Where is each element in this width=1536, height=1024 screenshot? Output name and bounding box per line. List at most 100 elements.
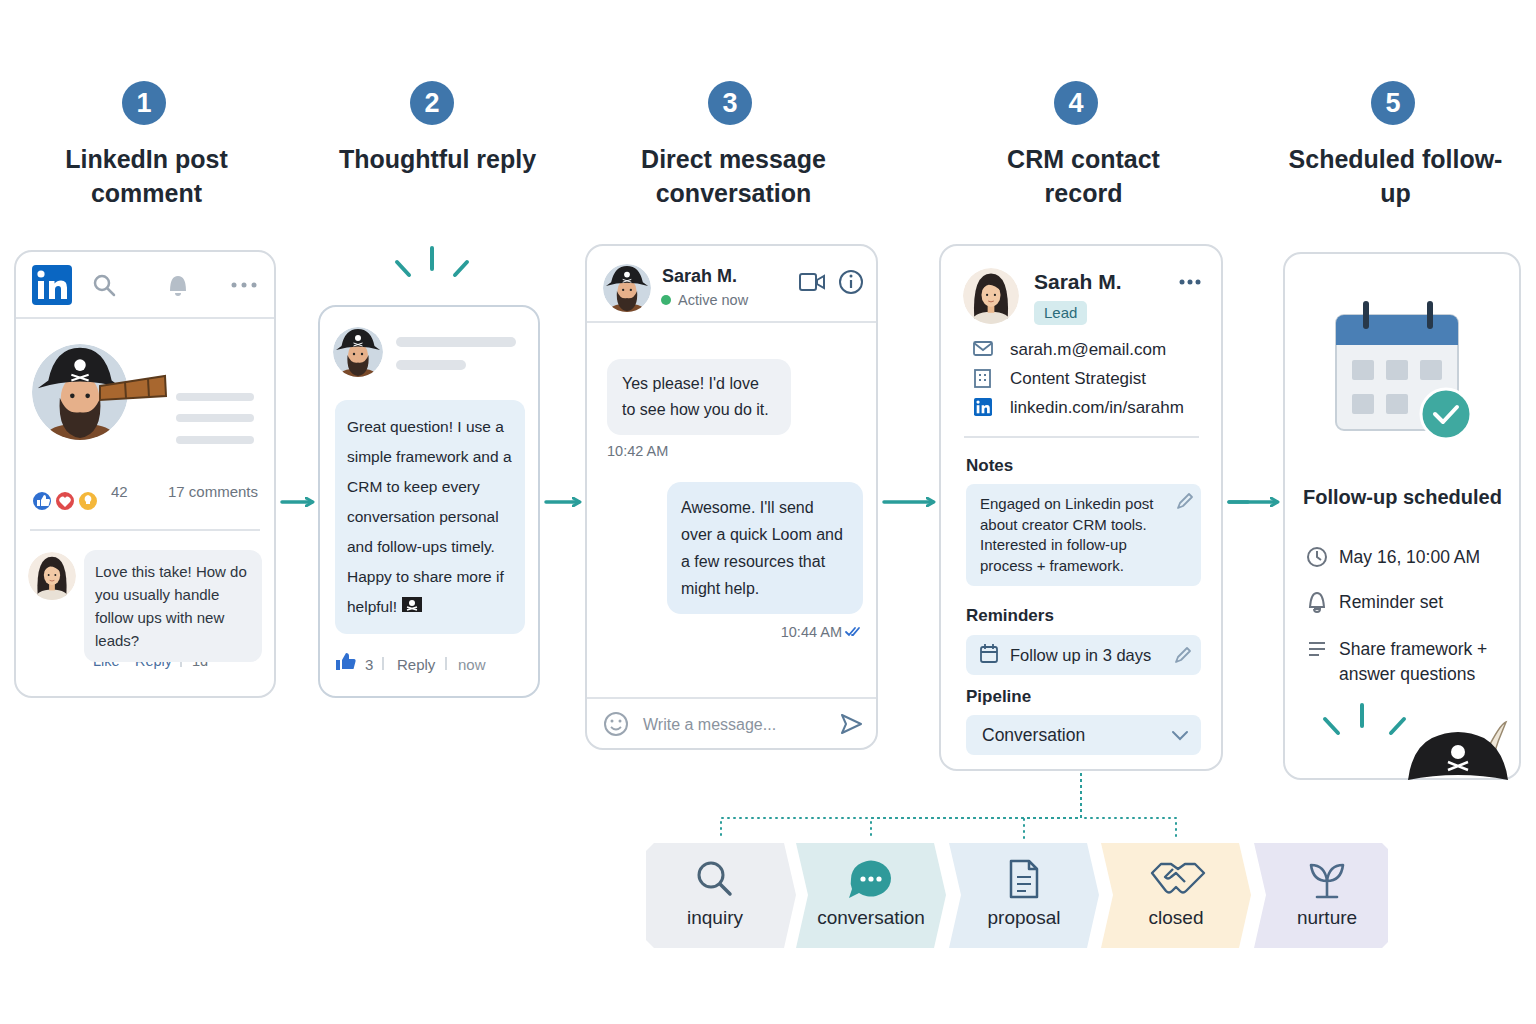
pipeline-connector <box>871 774 1081 840</box>
flow-arrow <box>1229 500 1248 504</box>
stage-shape <box>949 843 1099 948</box>
node-text: Content Strategist <box>1010 369 1146 389</box>
post-panel-art-part <box>85 495 92 504</box>
post-panel-art-part <box>30 529 260 531</box>
post-panel-art-part <box>232 283 237 288</box>
edit-icon-part <box>1178 494 1192 508</box>
message-bubble: Awesome. I'll send over a quick Loom and… <box>667 482 863 614</box>
post-panel-art-part <box>107 288 114 295</box>
pipeline-stage: conversation <box>796 843 946 948</box>
message-panel-art-part <box>842 715 861 733</box>
post-panel-art-part <box>32 491 52 511</box>
node-text: 1 <box>136 88 151 119</box>
pirate-hat-part <box>1451 745 1465 759</box>
message-panel-art-part <box>850 280 852 288</box>
stage-shape <box>646 843 796 948</box>
crm-panel-art-part <box>1196 280 1201 285</box>
schedule-panel-art-part <box>1325 719 1338 733</box>
stage-shape-part <box>949 843 1099 948</box>
node-text: linkedin.com/in/sarahm <box>1010 398 1184 418</box>
stage-shape-part-part <box>876 876 881 881</box>
reply-panel-art-part <box>333 327 383 383</box>
reply-panel-art-part <box>396 337 516 347</box>
stage-shape-part-part <box>720 884 730 894</box>
post-panel-art-part <box>176 436 254 444</box>
schedule-panel-art-part <box>1386 394 1408 414</box>
stage-shape-part-part <box>1017 877 1031 891</box>
message-panel-art-part <box>800 274 816 290</box>
pipeline-connector <box>1081 774 1176 840</box>
schedule-panel-art-part <box>1309 643 1325 655</box>
crm-panel-art <box>963 268 1201 437</box>
schedule-panel-art-part <box>1435 407 1457 422</box>
node-text: Sarah M. <box>662 266 737 287</box>
step-heading: Direct message conversation <box>626 142 841 210</box>
post-panel-art-part <box>242 283 247 288</box>
crm-panel-art-part <box>963 268 1019 327</box>
crm-panel-art-part <box>975 370 990 387</box>
node-text: Great question! I use a simple framework… <box>347 418 512 615</box>
stage-shape-part <box>1311 865 1343 897</box>
reply-panel-art-part <box>336 653 356 670</box>
message-panel-art-part <box>661 295 671 305</box>
post-panel-art <box>16 265 274 667</box>
step-heading: CRM contact record <box>976 142 1191 210</box>
reminder-box: Follow up in 3 days <box>966 635 1201 675</box>
post-panel-art-part <box>28 552 76 603</box>
node-text: Reminders <box>966 606 1054 626</box>
pipeline-stage: inquiry <box>646 843 796 948</box>
stage-shape-part-part <box>860 876 865 881</box>
stage-shape-part <box>699 863 730 894</box>
node-text: 5 <box>1385 88 1400 119</box>
stage-shape <box>1101 843 1251 948</box>
node-text: 42 <box>111 483 128 500</box>
stage-shape-part <box>849 861 891 898</box>
schedule-panel-art-part <box>1427 304 1433 326</box>
node-text: Engaged on Linkedin post about creator C… <box>980 494 1175 576</box>
node-text: Awesome. I'll send over a quick Loom and… <box>681 494 849 602</box>
pirate-flag-part <box>407 607 417 610</box>
step-heading: LinkedIn post comment <box>39 142 254 210</box>
crm-panel-art-part <box>974 342 992 355</box>
crm-panel-art-part <box>1180 280 1185 285</box>
stage-shape-part-part <box>1011 861 1037 897</box>
post-panel-art-part <box>37 495 50 506</box>
reply-bubble: Great question! I use a simple framework… <box>335 400 525 634</box>
schedule-panel-art-part <box>1420 360 1442 380</box>
schedule-panel-art-part <box>1391 719 1404 733</box>
post-panel-art-part <box>59 497 70 507</box>
stage-shape <box>1254 843 1388 948</box>
node-text: sarah.m@email.com <box>1010 340 1166 360</box>
node-text: 3 <box>365 656 373 673</box>
post-panel-art-part <box>100 376 166 400</box>
reply-panel-art-part <box>455 262 467 275</box>
schedule-panel-art-part <box>1352 360 1374 380</box>
node-text: proposal <box>949 907 1099 929</box>
node-text: Pipeline <box>966 687 1031 707</box>
crm-panel-art-part <box>979 375 986 380</box>
pirate-hat-part <box>1448 762 1468 770</box>
reminder-icons-part <box>1176 648 1190 662</box>
node-text: Love this take! How do you usually handl… <box>95 560 251 652</box>
pirate-flag-part <box>409 600 415 606</box>
pirate-hat-part <box>1408 732 1508 780</box>
stage-shape-part-part <box>868 876 873 881</box>
message-panel-art-part <box>605 713 627 735</box>
message-panel-art-part <box>587 321 876 323</box>
node-text: 3 <box>722 88 737 119</box>
schedule-panel-art-part <box>1386 360 1408 380</box>
node-text: Follow up in 3 days <box>1010 635 1201 675</box>
schedule-panel-art-part <box>1360 705 1364 726</box>
message-panel-art-part <box>619 720 622 723</box>
schedule-panel-art-part <box>1336 315 1458 345</box>
step-number: 4 <box>1054 81 1098 125</box>
node-text: Write a message... <box>643 716 776 734</box>
step-number: 3 <box>708 81 752 125</box>
reminder-icons-part <box>981 647 997 662</box>
pipeline-connector <box>721 774 1081 840</box>
post-panel-art-part <box>252 283 257 288</box>
schedule-panel-art-part <box>1310 593 1324 612</box>
stage-shape <box>796 843 946 948</box>
stage-shape-part <box>796 843 946 948</box>
